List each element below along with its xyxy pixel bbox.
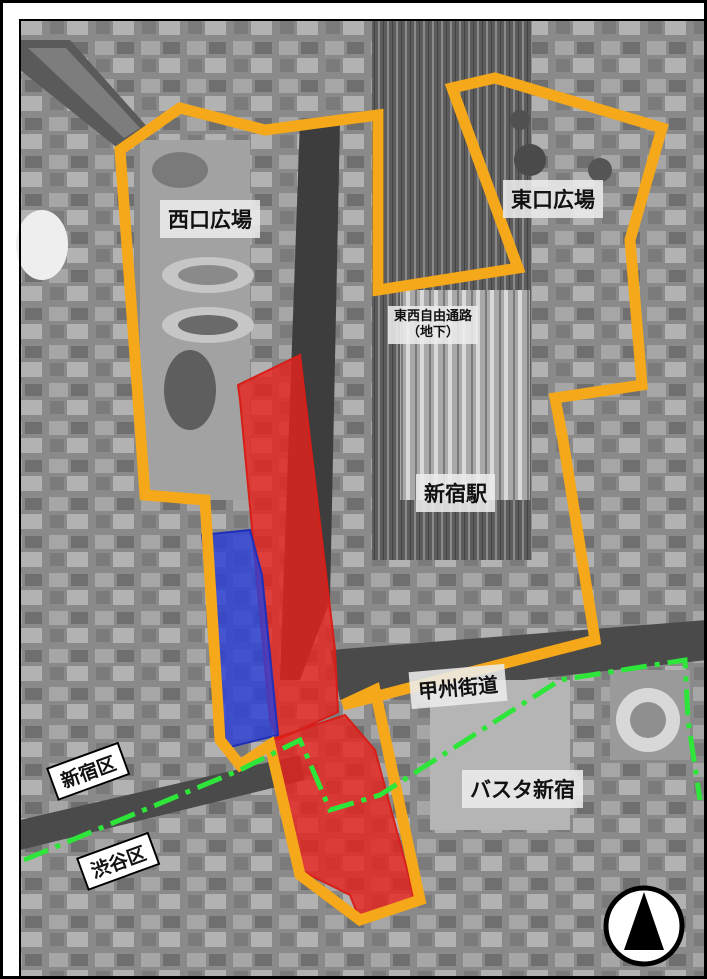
north-arrow-icon	[603, 885, 685, 967]
underground-passage-label: 東西自由通路 （地下）	[388, 306, 479, 344]
west-plaza-label: 西口広場	[160, 200, 260, 238]
project-boundary	[114, 72, 669, 927]
map-inner-frame	[19, 19, 707, 979]
east-plaza-label: 東口広場	[503, 180, 603, 218]
ward-boundary	[23, 657, 703, 863]
busta-shinjuku-label: バスタ新宿	[462, 770, 583, 808]
passage-label-line2: （地下）	[407, 325, 460, 340]
passage-label-line1: 東西自由通路	[394, 309, 473, 324]
aerial-photo	[16, 20, 707, 979]
shinjuku-station-label: 新宿駅	[416, 474, 495, 512]
